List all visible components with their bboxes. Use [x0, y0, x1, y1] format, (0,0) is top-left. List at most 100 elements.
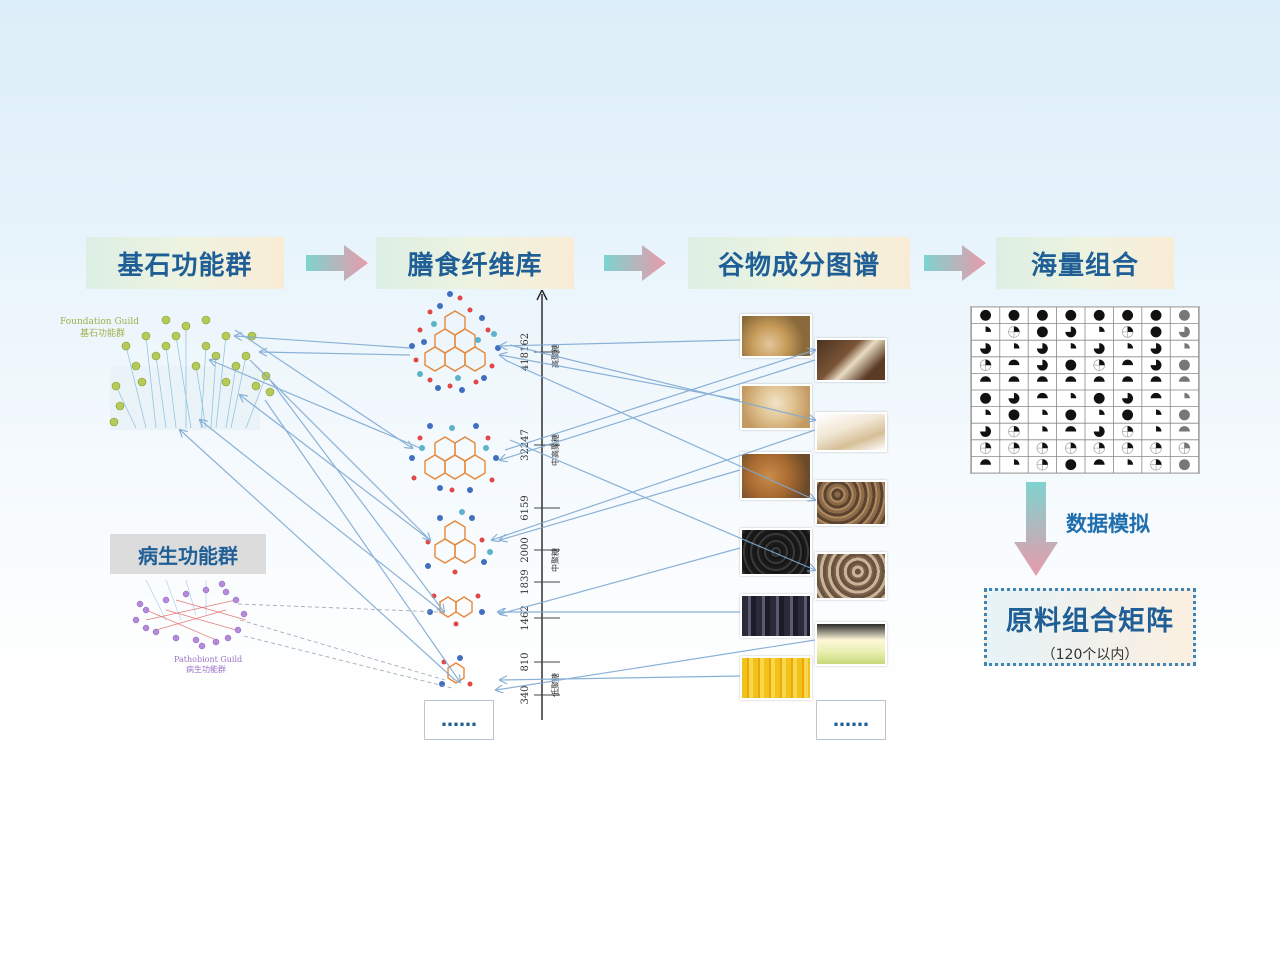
matrix-cell-symbol [1121, 326, 1134, 338]
matrix-cell-symbol [1121, 425, 1134, 438]
matrix-cell-symbol [1013, 343, 1020, 349]
matrix-cell-symbol [1008, 442, 1020, 454]
matrix-cell-symbol [1008, 326, 1020, 338]
matrix-cell-symbol [1036, 309, 1048, 321]
matrix-cell-symbol [1150, 392, 1162, 399]
matrix-cell-symbol [1036, 359, 1048, 371]
matrix-cell-symbol [1099, 326, 1105, 332]
matrix-cell-symbol [1122, 376, 1134, 382]
matrix-cell-symbol [1156, 409, 1162, 415]
matrix-cell-symbol [1099, 409, 1105, 415]
grain-image-wheat [740, 452, 812, 500]
matrix-cell-symbol [1036, 442, 1049, 454]
simulation-label: 数据模拟 [1066, 512, 1150, 536]
grain-image-yam [815, 338, 887, 382]
matrix-cell-symbol [1042, 409, 1048, 415]
axis-tick-label: 32247 [520, 429, 531, 461]
matrix-cell-symbol [1065, 426, 1077, 432]
matrix-cell-symbol [1127, 459, 1134, 465]
pathobiont-guild-subtitle: 病生功能群 [186, 664, 226, 674]
matrix-cell-symbol [1122, 409, 1134, 421]
arrow-right-icon [604, 245, 666, 281]
matrix-cell-symbol [1013, 459, 1020, 465]
matrix-cell-symbol [1093, 376, 1105, 382]
axis-tick-label: 1839 [520, 569, 531, 594]
fiber-more-box: …… [424, 700, 494, 740]
matrix-cell-symbol [1093, 426, 1105, 437]
matrix-cell-symbol [1036, 392, 1048, 399]
matrix-cell-symbol [1065, 409, 1077, 421]
axis-tick-label: 810 [520, 652, 531, 671]
matrix-cell-symbol [1150, 458, 1162, 471]
matrix-cell-symbol [1042, 426, 1048, 432]
matrix-cell-symbol [979, 359, 992, 371]
grain-more-box: …… [816, 700, 886, 740]
matrix-cell-symbol [1065, 309, 1077, 321]
grain-image-black-rice [740, 528, 812, 576]
matrix-cell-symbol [1184, 392, 1190, 399]
grain-image-mixed-grain [815, 480, 887, 526]
matrix-cell-symbol [1121, 442, 1134, 454]
matrix-cell-symbol [1178, 326, 1190, 338]
matrix-cell-symbol [1178, 409, 1190, 421]
matrix-cell-symbol [1150, 442, 1162, 454]
matrix-cell-symbol [1127, 343, 1134, 349]
matrix-cell-symbol [1122, 359, 1134, 366]
matrix-cell-symbol [980, 392, 992, 404]
result-matrix-box: 原料组合矩阵 （120个以内） [984, 588, 1196, 666]
fiber-molecule-mid-high [409, 423, 499, 493]
matrix-cell-symbol [1093, 343, 1105, 354]
grain-image-oat [740, 314, 812, 358]
matrix-cell-symbol [1036, 326, 1048, 338]
matrix-cell-symbol [979, 442, 992, 454]
fiber-molecule-mid [425, 509, 493, 575]
matrix-cell-symbol [985, 326, 992, 332]
matrix-cell-symbol [1150, 359, 1162, 371]
combination-matrix [970, 306, 1200, 474]
matrix-cell-symbol [1178, 376, 1190, 382]
axis-group-label: 低聚糖 [550, 673, 560, 697]
foundation-guild-title: Foundation Guild [60, 317, 139, 327]
matrix-cell-symbol [1093, 392, 1105, 404]
foundation-guild-network: Foundation Guild 基石功能群 [60, 315, 275, 430]
axis-group-label: 中高聚糖 [550, 434, 560, 466]
axis-tick-label: 418162 [520, 333, 531, 371]
matrix-cell-symbol [1184, 343, 1190, 349]
arrow-down-icon [1014, 482, 1058, 576]
matrix-cell-symbol [980, 459, 992, 465]
matrix-cell-symbol [1150, 376, 1162, 382]
result-subtitle: （120个以内） [1041, 647, 1139, 663]
matrix-cell-symbol [1150, 326, 1162, 338]
matrix-cell-symbol [1093, 359, 1105, 371]
matrix-cell-symbol [1065, 459, 1077, 471]
matrix-cell-symbol [1008, 359, 1020, 366]
matrix-cell-symbol [1008, 309, 1020, 321]
matrix-cell-symbol [1065, 376, 1077, 382]
matrix-cell-symbol [1036, 458, 1049, 471]
axis-tick-label: 6159 [520, 495, 531, 520]
matrix-cell-symbol [1093, 459, 1105, 465]
axis-group-label: 中聚糖 [550, 548, 560, 572]
arrow-right-icon [924, 245, 986, 281]
matrix-cell-symbol [1178, 459, 1190, 471]
matrix-cell-symbol [1036, 343, 1048, 354]
matrix-cell-symbol [980, 309, 992, 321]
grain-image-chicory [815, 622, 887, 666]
matrix-cell-symbol [980, 343, 992, 354]
matrix-cell-symbol [1070, 343, 1077, 349]
matrix-cell-symbol [1122, 309, 1134, 321]
matrix-cell-symbol [1008, 376, 1020, 382]
step-fiber-library: 膳食纤维库 [376, 237, 574, 289]
step-massive-combination: 海量组合 [996, 237, 1174, 289]
matrix-cell-symbol [980, 376, 992, 382]
matrix-cell-symbol [1156, 426, 1162, 432]
step-grain-atlas: 谷物成分图谱 [688, 237, 910, 289]
matrix-cell-symbol [1036, 376, 1048, 382]
pathobiont-guild-title: Pathobiont Guild [174, 655, 242, 664]
matrix-cell-symbol [1065, 442, 1077, 454]
grain-image-bran [740, 384, 812, 430]
matrix-cell-symbol [1178, 442, 1191, 454]
axis-tick-label: 1462 [520, 605, 531, 630]
matrix-cell-symbol [980, 426, 992, 437]
